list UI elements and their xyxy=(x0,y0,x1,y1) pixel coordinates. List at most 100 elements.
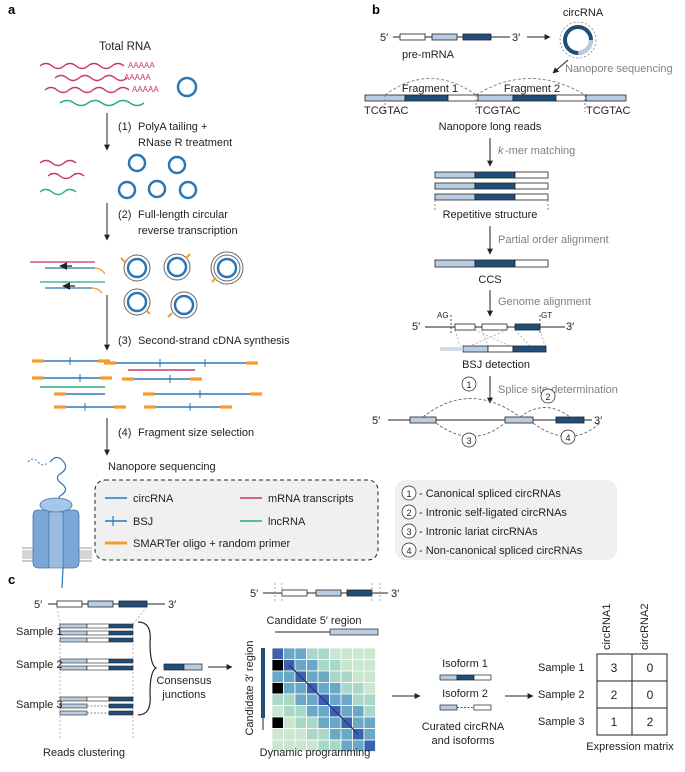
dynamic-programming-label: Dynamic programming xyxy=(260,747,371,759)
ccs-bar xyxy=(434,259,549,268)
expression-grid xyxy=(596,653,668,736)
legend-oligo: SMARTer oligo + random primer xyxy=(133,538,291,550)
dp-cell xyxy=(363,647,376,660)
dp-cell xyxy=(283,693,296,706)
types-legend-text-2: - Intronic self-ligated circRNAs xyxy=(419,507,567,519)
curated-line2: and isoforms xyxy=(432,735,495,747)
ccs-label: CCS xyxy=(478,274,501,286)
polya-tail: AAAAA xyxy=(128,61,155,70)
long-read-bar xyxy=(364,94,627,102)
legend-box xyxy=(94,479,379,561)
step-1-line2: RNase R treatment xyxy=(138,137,232,149)
dp-matrix xyxy=(271,647,376,752)
dp-cell xyxy=(271,682,284,695)
mrna-transcript xyxy=(54,74,128,82)
isoform-1-bar xyxy=(439,674,492,681)
long-reads-label: Nanopore long reads xyxy=(439,121,542,133)
dp-cell xyxy=(352,670,365,683)
dp-cell xyxy=(340,682,353,695)
types-legend-num-4: 4 xyxy=(406,546,411,556)
dp-cell xyxy=(294,716,307,729)
panel-b-label: b xyxy=(372,2,380,17)
type-4-arc xyxy=(532,422,601,437)
circrna-circle xyxy=(176,76,198,98)
fragment-1-label: Fragment 1 xyxy=(402,83,458,95)
dp-cell xyxy=(317,716,330,729)
step-3-text: Second-strand cDNA synthesis xyxy=(138,335,290,347)
panel-c-label: c xyxy=(8,572,15,587)
nanopore-illustration xyxy=(22,456,92,589)
dp-cell xyxy=(352,693,365,706)
type-3-arc xyxy=(435,422,506,437)
expression-matrix-label: Expression matrix xyxy=(586,741,674,753)
step-2-line2: reverse transcription xyxy=(138,225,238,237)
after-step1-linear xyxy=(39,159,85,196)
dp-three-prime: 3′ xyxy=(391,588,399,600)
gt-motif: GT xyxy=(541,311,552,320)
panel-a: a Total RNA AAAAA AAAAA AAAAA (1) PolyA … xyxy=(8,2,379,589)
matrix-col-1: circRNA1 xyxy=(601,604,613,650)
c-five-prime: 5′ xyxy=(34,599,42,611)
bsj-read xyxy=(462,345,547,353)
matrix-cell-r2-c2: 0 xyxy=(647,688,654,702)
step-2-number: (2) xyxy=(118,209,131,221)
c-three-prime: 3′ xyxy=(168,599,176,611)
repetitive-structure xyxy=(434,171,549,201)
matrix-row-2: Sample 2 xyxy=(538,689,584,701)
dp-cell xyxy=(363,670,376,683)
step-4-text: Fragment size selection xyxy=(138,427,254,439)
dp-cell xyxy=(363,705,376,718)
dp-cell xyxy=(329,728,342,741)
kmer-k: k xyxy=(498,145,504,157)
fragment-2-label: Fragment 2 xyxy=(504,83,560,95)
ag-motif: AG xyxy=(437,311,449,320)
consensus-line1: Consensus xyxy=(156,675,212,687)
curated-line1: Curated circRNA xyxy=(422,721,505,733)
panel-b: b 5′ 3′ pre-mRNA circRNA Nanopore sequen… xyxy=(364,2,673,560)
dscdna-group xyxy=(32,357,262,411)
dp-cell xyxy=(306,728,319,741)
consensus-junction xyxy=(163,663,203,671)
dp-cell xyxy=(306,659,319,672)
dp-cell xyxy=(363,682,376,695)
dp-cell xyxy=(340,659,353,672)
total-rna-label: Total RNA xyxy=(99,41,151,53)
dp-cell xyxy=(363,659,376,672)
exon xyxy=(431,33,458,41)
mrna-transcript xyxy=(44,86,130,94)
panel-c: c 5′ 3′ Sample 1 Sample 2 Sample 3 Read xyxy=(8,572,674,759)
motif-2: TCGTAC xyxy=(476,105,520,117)
types-five-prime: 5′ xyxy=(372,415,380,427)
dp-cell xyxy=(352,659,365,672)
type-2-marker: 2 xyxy=(545,392,550,402)
mrna-transcript-group xyxy=(39,62,145,107)
dp-cell xyxy=(340,670,353,683)
dp-cell xyxy=(329,693,342,706)
types-legend-text-1: - Canonical spliced circRNAs xyxy=(419,488,561,500)
matrix-cell-r3-c1: 1 xyxy=(611,715,618,729)
genome-align-label: Genome alignment xyxy=(498,296,591,308)
dp-cell xyxy=(294,659,307,672)
dp-cell xyxy=(363,728,376,741)
read-cluster xyxy=(59,623,134,716)
circrna-circle xyxy=(147,179,167,199)
isoform-2-label: Isoform 2 xyxy=(442,688,488,700)
matrix-row-3: Sample 3 xyxy=(538,716,584,728)
types-legend-num-1: 1 xyxy=(406,489,411,499)
dp-cell xyxy=(294,705,307,718)
dp-cell xyxy=(363,716,376,729)
legend-bsj: BSJ xyxy=(133,516,153,528)
dp-cell xyxy=(306,647,319,660)
premrna-label: pre-mRNA xyxy=(402,49,455,61)
types-legend-text-4: - Non-canonical spliced circRNAs xyxy=(419,545,583,557)
dp-cell xyxy=(271,728,284,741)
dp-cell xyxy=(329,659,342,672)
circrna-circle xyxy=(117,180,137,200)
dp-cell xyxy=(294,682,307,695)
cluster-brace xyxy=(137,621,158,716)
lncrna-transcript xyxy=(59,99,145,107)
candidate-5-label: Candidate 5′ region xyxy=(266,615,361,627)
splice-site-label: Splice site determination xyxy=(498,384,618,396)
types-legend-text-3: - Intronic lariat circRNAs xyxy=(419,526,538,538)
